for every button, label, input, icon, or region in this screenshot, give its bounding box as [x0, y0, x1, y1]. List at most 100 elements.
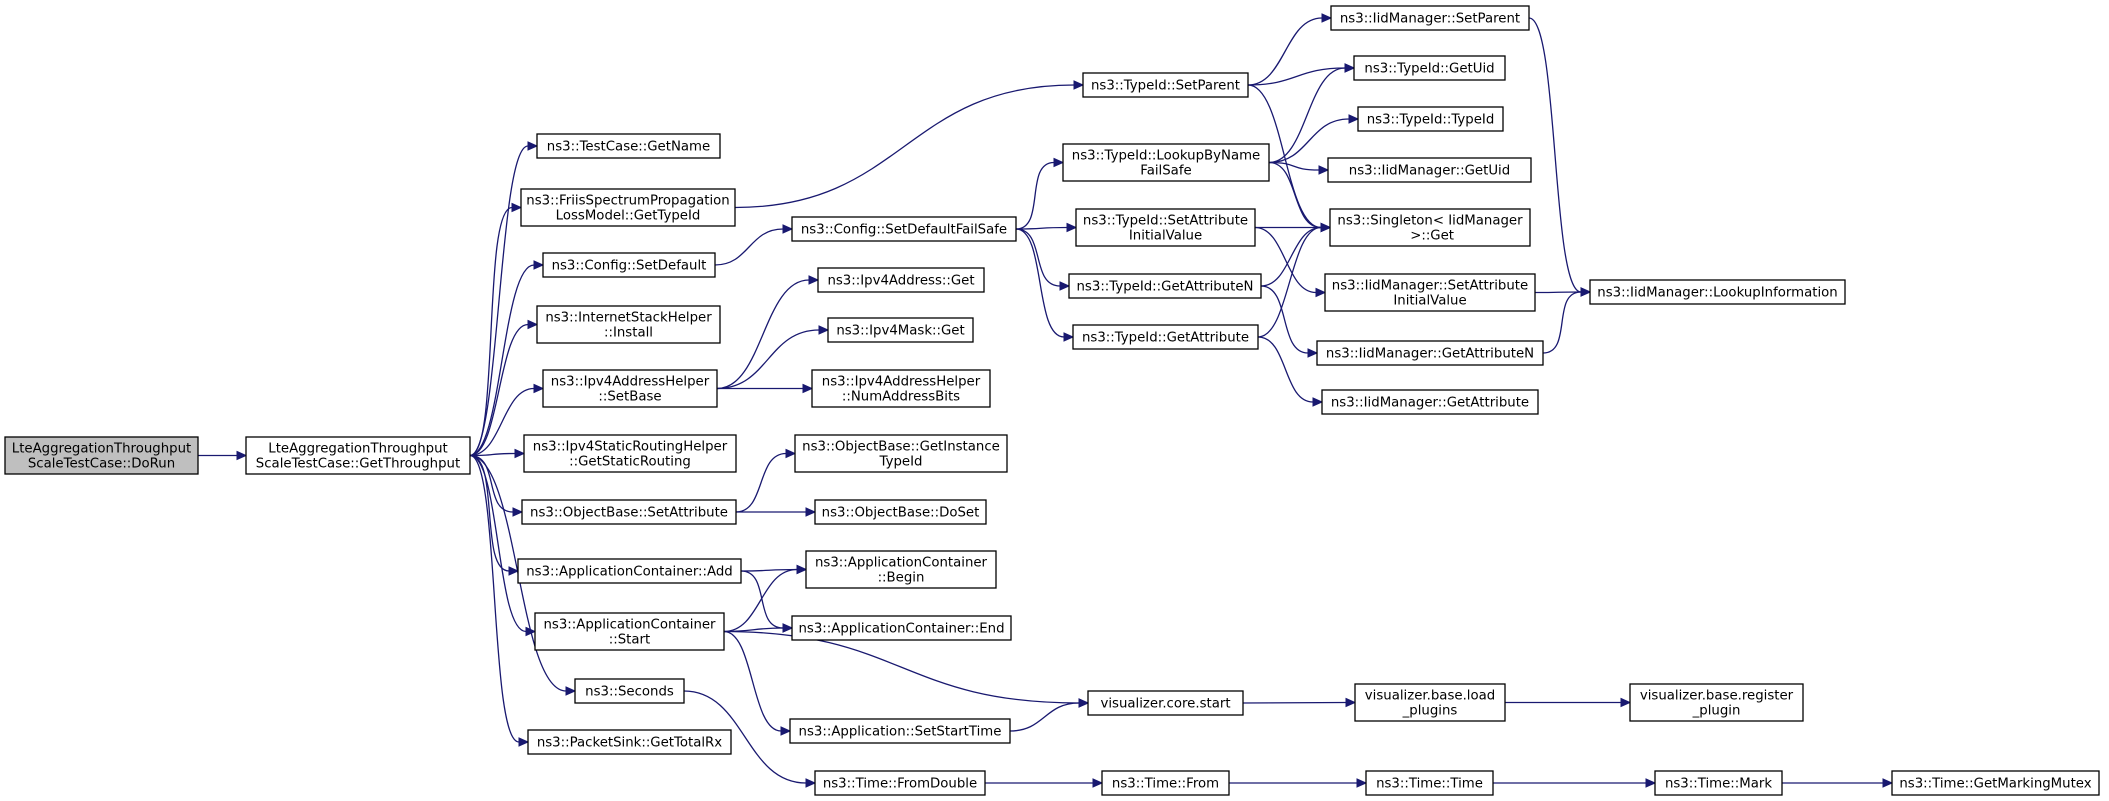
node-im-get-uid[interactable]: ns3::IidManager::GetUid: [1327, 157, 1532, 183]
node-label: ns3::Time::Mark: [1665, 777, 1772, 792]
node-ac-add[interactable]: ns3::ApplicationContainer::Add: [517, 558, 742, 584]
node-ipv4-addr-get[interactable]: ns3::Ipv4Address::Get: [817, 267, 985, 293]
edge-ac-start-to-ac-begin: [723, 564, 808, 633]
edge-ob-set-attr-to-ob-get-inst-tid: [735, 448, 797, 513]
edge-cfg-sdfs-to-tid-ga: [1015, 228, 1075, 342]
node-box: [1072, 324, 1259, 350]
node-box: [1101, 770, 1230, 796]
edge-tid-gan-to-im-gan: [1260, 285, 1319, 358]
node-label: ns3::ObjectBase::GetInstance: [802, 440, 1000, 455]
node-label: ns3::Seconds: [585, 685, 674, 700]
node-ps-get-total-rx[interactable]: ns3::PacketSink::GetTotalRx: [527, 729, 732, 755]
node-label: ns3::Ipv4Address::Get: [827, 274, 974, 289]
edge-ipv4ah-set-base-to-ipv4-mask-get: [716, 325, 830, 390]
edge-tid-set-parent-to-tid-get-uid: [1247, 63, 1356, 86]
node-label: ::Install: [604, 326, 653, 341]
node-im-lookup-info[interactable]: ns3::IidManager::LookupInformation: [1589, 279, 1846, 305]
node-time-from-double[interactable]: ns3::Time::FromDouble: [814, 770, 986, 796]
node-friis[interactable]: ns3::FriisSpectrumPropagationLossModel::…: [520, 188, 736, 227]
node-label: ns3::ApplicationContainer::End: [798, 622, 1004, 637]
node-box: [542, 369, 718, 408]
arrowhead: [802, 383, 814, 394]
node-box: [1353, 55, 1506, 81]
node-ob-do-set[interactable]: ns3::ObjectBase::DoSet: [814, 499, 987, 525]
arrowhead: [1053, 157, 1065, 168]
node-tid-ga[interactable]: ns3::TypeId::GetAttribute: [1072, 324, 1259, 350]
arrowhead: [1063, 332, 1075, 342]
node-label: ns3::InternetStackHelper: [545, 311, 712, 326]
node-viz-register[interactable]: visualizer.base.register_plugin: [1629, 683, 1804, 722]
node-label: ::NumAddressBits: [842, 390, 960, 405]
node-box: [1365, 770, 1494, 796]
node-cfg-set-default[interactable]: ns3::Config::SetDefault: [542, 252, 716, 278]
node-im-set-parent[interactable]: ns3::IidManager::SetParent: [1330, 5, 1530, 31]
arrowhead: [518, 737, 530, 747]
node-tid-get-uid[interactable]: ns3::TypeId::GetUid: [1353, 55, 1506, 81]
node-do-run[interactable]: LteAggregationThroughputScaleTestCase::D…: [4, 436, 199, 475]
node-ish-install[interactable]: ns3::InternetStackHelper::Install: [536, 305, 721, 344]
node-ac-end[interactable]: ns3::ApplicationContainer::End: [791, 615, 1012, 641]
node-label: >::Get: [1406, 229, 1454, 244]
arrowhead: [782, 224, 794, 234]
node-time-mark[interactable]: ns3::Time::Mark: [1654, 770, 1783, 796]
node-time-gmm[interactable]: ns3::Time::GetMarkingMutex: [1891, 770, 2100, 796]
arrowhead: [1307, 348, 1319, 358]
node-ob-set-attr[interactable]: ns3::ObjectBase::SetAttribute: [521, 499, 737, 525]
arrowhead: [533, 260, 545, 270]
node-box: [791, 216, 1017, 242]
node-get-throughput[interactable]: LteAggregationThroughputScaleTestCase::G…: [245, 436, 471, 475]
node-box: [542, 252, 716, 278]
node-label: _plugins: [1402, 704, 1458, 719]
node-ac-start[interactable]: ns3::ApplicationContainer::Start: [534, 612, 725, 651]
edge-time-mark-to-time-gmm: [1781, 778, 1894, 788]
node-cfg-sdfs[interactable]: ns3::Config::SetDefaultFailSafe: [791, 216, 1017, 242]
node-label: ns3::Ipv4AddressHelper: [551, 375, 710, 390]
edge-seconds-to-time-from-double: [683, 690, 817, 788]
arrowhead: [818, 325, 830, 335]
node-app-sst[interactable]: ns3::Application::SetStartTime: [789, 718, 1011, 744]
node-box: [521, 499, 737, 525]
edge-ob-set-attr-to-ob-do-set: [735, 507, 817, 517]
node-tc-get-name[interactable]: ns3::TestCase::GetName: [536, 133, 721, 159]
node-label: ScaleTestCase::GetThroughput: [256, 457, 460, 472]
edge-tid-set-parent-to-im-set-parent: [1247, 13, 1333, 86]
node-box: [4, 436, 199, 475]
node-label: ns3::Config::SetDefaultFailSafe: [801, 223, 1007, 238]
node-ipv4-mask-get[interactable]: ns3::Ipv4Mask::Get: [827, 317, 974, 343]
arrowhead: [785, 448, 797, 459]
node-im-ga[interactable]: ns3::IidManager::GetAttribute: [1321, 389, 1539, 415]
edge-tid-saiv-to-im-saiv: [1254, 226, 1327, 298]
arrowhead: [1078, 698, 1090, 708]
node-viz-start[interactable]: visualizer.core.start: [1087, 690, 1244, 716]
node-label: ::SetBase: [598, 390, 661, 405]
edge-tid-gan-to-singleton: [1260, 222, 1332, 287]
node-tid-type-id[interactable]: ns3::TypeId::TypeId: [1357, 106, 1504, 132]
node-ipv4ah-nab[interactable]: ns3::Ipv4AddressHelper::NumAddressBits: [811, 369, 991, 408]
node-label: ns3::Ipv4Mask::Get: [836, 324, 964, 339]
node-ac-begin[interactable]: ns3::ApplicationContainer::Begin: [805, 550, 997, 589]
node-seconds[interactable]: ns3::Seconds: [574, 678, 685, 704]
node-ipv4ah-set-base[interactable]: ns3::Ipv4AddressHelper::SetBase: [542, 369, 718, 408]
node-viz-load[interactable]: visualizer.base.load_plugins: [1354, 683, 1506, 722]
arrowhead: [1620, 697, 1632, 708]
node-singleton[interactable]: ns3::Singleton< IidManager >::Get: [1329, 208, 1531, 247]
node-box: [1327, 157, 1532, 183]
node-box: [814, 499, 987, 525]
node-tid-gan[interactable]: ns3::TypeId::GetAttributeN: [1068, 273, 1262, 299]
edge-tid-lbnfs-to-im-get-uid: [1268, 161, 1330, 175]
node-time-from[interactable]: ns3::Time::From: [1101, 770, 1230, 796]
node-label: ns3::ObjectBase::SetAttribute: [530, 506, 728, 521]
node-time-time[interactable]: ns3::Time::Time: [1365, 770, 1494, 796]
node-im-saiv[interactable]: ns3::IidManager::SetAttributeInitialValu…: [1324, 273, 1536, 312]
node-box: [1891, 770, 2100, 796]
node-label: ns3::Time::GetMarkingMutex: [1899, 777, 2091, 792]
node-tid-set-parent[interactable]: ns3::TypeId::SetParent: [1082, 72, 1249, 98]
node-im-gan[interactable]: ns3::IidManager::GetAttributeN: [1316, 340, 1544, 366]
node-ipv4srh[interactable]: ns3::Ipv4StaticRoutingHelper::GetStaticR…: [523, 434, 737, 473]
edge-time-from-to-time-time: [1228, 778, 1368, 788]
node-label: ns3::Singleton< IidManager: [1337, 214, 1523, 229]
node-box: [574, 678, 685, 704]
